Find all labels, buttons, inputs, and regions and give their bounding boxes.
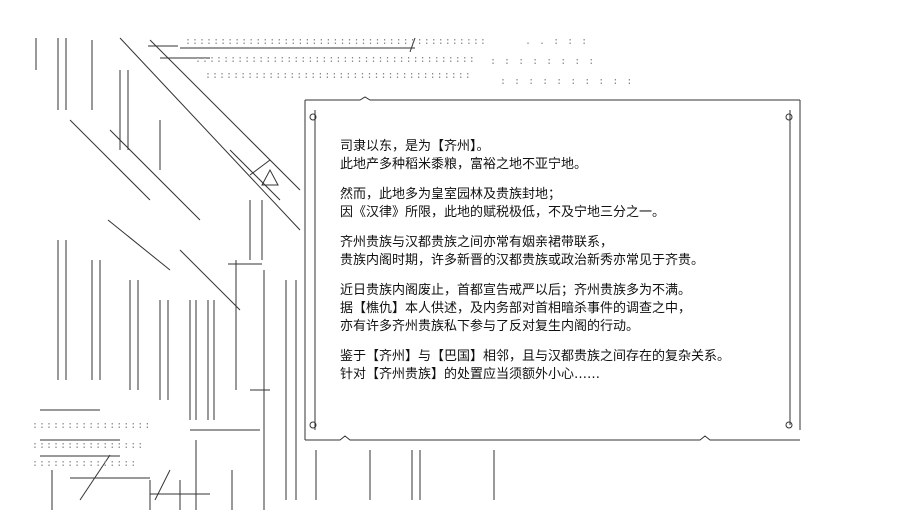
narration-text: 司隶以东，是为【齐州】。 此地产多种稻米黍粮，富裕之地不亚宁地。 然而，此地多为…	[340, 138, 790, 396]
text-line: 贵族内阁时期，许多新晋的汉都贵族或政治新秀亦常见于齐贵。	[340, 253, 705, 268]
text-line: 然而，此地多为皇室园林及贵族封地；	[340, 187, 562, 202]
text-line: 鉴于【齐州】与【巴国】相邻，且与汉都贵族之间存在的复杂关系。	[340, 349, 731, 364]
dotted-texture-top-2: ::::::::::::::::::::::::::::::::::::::::	[195, 54, 476, 65]
text-line: 近日贵族内阁废止，首都宣告戒严以后；齐州贵族多为不满。	[340, 283, 692, 298]
dotted-texture-top-3: ::::::::::::::::::::::::::::::::::::::	[205, 70, 472, 81]
dotted-texture-right-3: : : : : : : : : : :	[500, 76, 634, 87]
paragraph: 鉴于【齐州】与【巴国】相邻，且与汉都贵族之间存在的复杂关系。 针对【齐州贵族】的…	[340, 348, 790, 384]
dotted-texture-right-2: : : : : : : : :	[490, 56, 596, 67]
text-line: 此地产多种稻米黍粮，富裕之地不亚宁地。	[340, 157, 588, 172]
dotted-texture-left-bottom: :::::::::::::::::	[32, 420, 152, 431]
paragraph: 然而，此地多为皇室园林及贵族封地； 因《汉律》所限，此地的赋税极低，不及宁地三分…	[340, 186, 790, 222]
paragraph: 齐州贵族与汉都贵族之间亦常有姻亲裙带联系， 贵族内阁时期，许多新晋的汉都贵族或政…	[340, 234, 790, 270]
paragraph: 司隶以东，是为【齐州】。 此地产多种稻米黍粮，富裕之地不亚宁地。	[340, 138, 790, 174]
dotted-texture-right: . . : : :	[525, 36, 589, 47]
paragraph: 近日贵族内阁废止，首都宣告戒严以后；齐州贵族多为不满。 据【樵仇】本人供述，及内…	[340, 282, 790, 336]
dotted-texture-left-bottom-2: ::::::::::::::::	[32, 440, 145, 451]
text-line: 亦有许多齐州贵族私下参与了反对复生内阁的行动。	[340, 319, 640, 334]
text-line: 针对【齐州贵族】的处置应当须额外小心……	[340, 367, 601, 382]
text-line: 齐州贵族与汉都贵族之间亦常有姻亲裙带联系，	[340, 235, 614, 250]
text-line: 司隶以东，是为【齐州】。	[340, 139, 490, 154]
dotted-texture-top: ::::::::::::::::::::::::::::::::::::::::…	[185, 36, 487, 47]
dotted-texture-left-bottom-3: :::::::::::::::	[32, 458, 138, 469]
text-line: 因《汉律》所限，此地的赋税极低，不及宁地三分之一。	[340, 205, 666, 220]
text-line: 据【樵仇】本人供述，及内务部对首相暗杀事件的调查之中，	[340, 301, 692, 316]
